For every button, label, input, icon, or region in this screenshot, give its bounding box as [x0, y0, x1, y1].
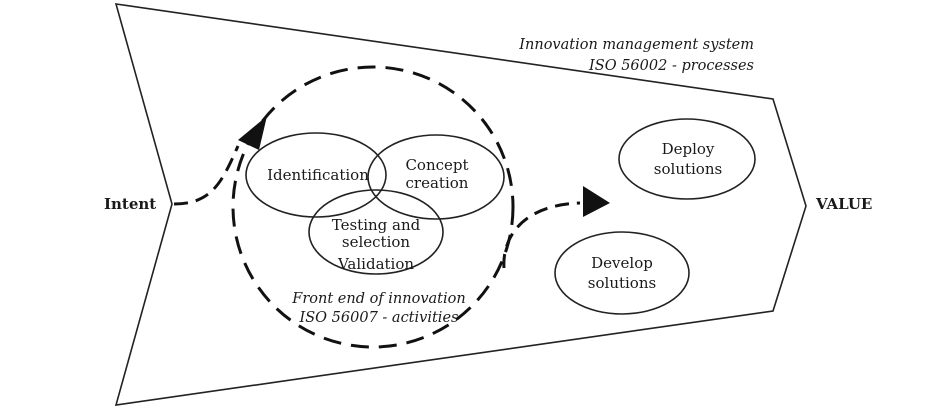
innovation-system-boundary [114, 3, 807, 406]
feoi-title-line2: ISO 56007 - activities [299, 310, 459, 326]
develop-label-line1: Develop [591, 254, 653, 272]
develop-solutions-ellipse [554, 231, 690, 315]
ims-title-line2: ISO 56002 - processes [588, 58, 754, 74]
entry-arrowhead-icon [238, 116, 267, 150]
validation-label: Validation [337, 255, 414, 273]
deploy-solutions-ellipse [618, 118, 756, 200]
deploy-label-line1: Deploy [662, 140, 715, 158]
testing-label-line2: selection [342, 233, 411, 251]
concept-label-line2: creation [406, 174, 469, 192]
develop-label-line2: solutions [588, 274, 656, 292]
testing-selection-ellipse [308, 189, 444, 275]
identification-label: Identification [267, 166, 369, 184]
ims-title-line1: Innovation management system [518, 37, 754, 53]
identification-ellipse [245, 132, 387, 218]
concept-creation-ellipse [367, 134, 505, 220]
concept-label-line1: Concept [405, 156, 468, 174]
front-end-dashed-loop [231, 65, 515, 349]
testing-label-line1: Testing and [332, 216, 421, 234]
exit-arrowhead-icon [583, 186, 610, 217]
value-label: VALUE [815, 195, 872, 213]
deploy-label-line2: solutions [654, 160, 722, 178]
intent-label: Intent [104, 195, 156, 213]
feoi-title-line1: Front end of innovation [291, 291, 465, 307]
intent-entry-dashed-path [173, 145, 240, 206]
exit-dashed-path [502, 201, 581, 269]
